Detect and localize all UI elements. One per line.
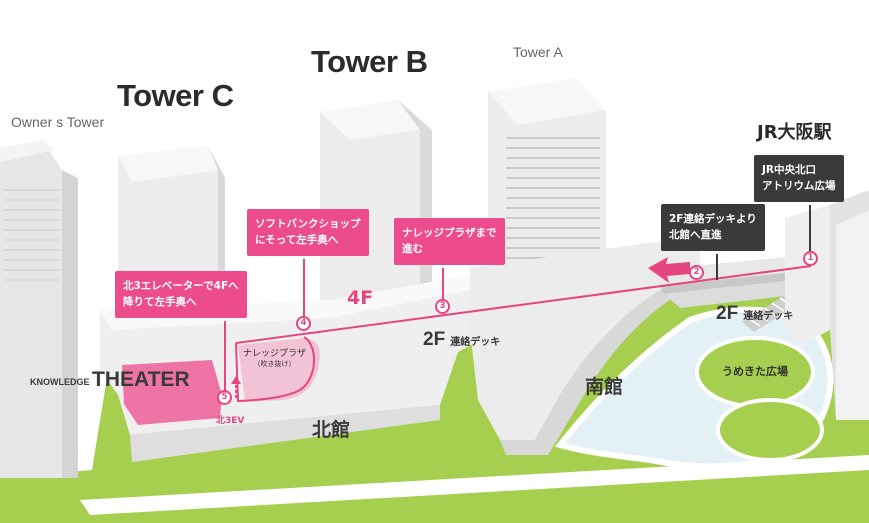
callout-deck-direct-line1: 2F連絡デッキより — [669, 213, 757, 225]
route-step-3: 3 — [435, 299, 450, 314]
callout-elevator-stem — [224, 321, 226, 391]
callout-plaza-line2: 進む — [402, 243, 423, 256]
north-building-label: 北館 — [312, 419, 351, 441]
callout-jr-exit-line1: JR中央北口 — [762, 164, 816, 176]
route-step-1: 1 — [803, 251, 818, 266]
tower-c-label: Tower C — [117, 78, 234, 113]
callout-softbank-stem — [303, 259, 305, 316]
knowledge-plaza-label: ナレッジプラザ （吹き抜け） — [243, 350, 306, 368]
callout-deck-direct-line2: 北館へ直進 — [669, 229, 722, 242]
deck-right-floor: 2F — [716, 303, 739, 324]
route-step-2: 2 — [689, 265, 704, 280]
deck-main-label: 2F 連絡デッキ — [423, 330, 500, 349]
jr-station-shape — [785, 190, 869, 420]
callout-jr-exit-stem — [809, 205, 811, 253]
tower-b-label: Tower B — [311, 44, 428, 79]
knowledge-plaza-name: ナレッジプラザ — [243, 349, 307, 359]
elevator-label: 北3EV — [216, 416, 245, 426]
callout-elevator-line1: 北3エレベーターで4Fへ — [123, 280, 239, 292]
deck-walkway — [650, 255, 822, 308]
owners-tower-label: Owner s Tower — [11, 114, 105, 130]
callout-elevator: 北3エレベーターで4Fへ 降りて左手奥へ — [115, 271, 247, 318]
deck-main-text: 連絡デッキ — [450, 337, 501, 348]
knowledge-plaza-shape — [238, 338, 320, 402]
floor-4f-label: 4F — [347, 287, 374, 309]
route-line — [235, 265, 812, 403]
theater-prefix-label: KNOWLEDGE — [30, 377, 90, 387]
south-building-label: 南館 — [585, 376, 624, 398]
left-arrow-icon — [648, 257, 690, 283]
route-step-4: 4 — [296, 316, 311, 331]
route-step-5: 5 — [217, 390, 232, 405]
callout-plaza: ナレッジプラザまで 進む — [394, 218, 505, 265]
knowledge-plaza-sub: （吹き抜け） — [253, 360, 296, 368]
callout-plaza-stem — [442, 268, 444, 300]
deck-main-floor: 2F — [423, 329, 446, 350]
jr-osaka-label: JR大阪駅 — [757, 122, 832, 143]
deck-right-label: 2F 連絡デッキ — [716, 304, 793, 323]
theater-shape — [122, 360, 222, 425]
park-label: うめきた広場 — [722, 365, 788, 378]
callout-jr-exit-line2: アトリウム広場 — [762, 180, 836, 193]
deck-right-text: 連絡デッキ — [743, 311, 794, 322]
callout-deck-direct-stem — [716, 254, 718, 280]
callout-softbank-line1: ソフトバンクショップ — [255, 218, 361, 230]
elevator-arrow-icon — [231, 376, 241, 398]
callout-softbank: ソフトバンクショップ にそって左手奥へ — [247, 209, 369, 256]
park-lawn-lower — [716, 398, 824, 462]
callout-jr-exit: JR中央北口 アトリウム広場 — [754, 155, 844, 202]
callout-deck-direct: 2F連絡デッキより 北館へ直進 — [661, 204, 765, 251]
owners-tower-shape — [0, 140, 78, 478]
tower-a-label: Tower A — [513, 44, 563, 60]
callout-softbank-line2: にそって左手奥へ — [255, 234, 339, 247]
callout-elevator-line2: 降りて左手奥へ — [123, 296, 197, 309]
theater-name-label: THEATER — [92, 368, 190, 391]
callout-plaza-line1: ナレッジプラザまで — [402, 227, 497, 239]
road-strip — [80, 455, 869, 515]
